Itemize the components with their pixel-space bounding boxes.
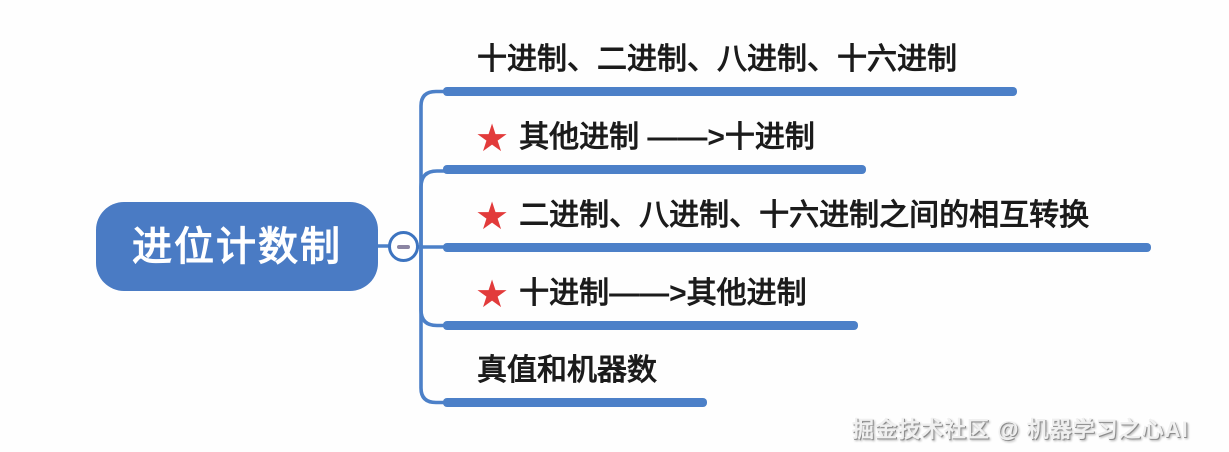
connector-branch-1 [419, 89, 450, 248]
minus-icon [397, 244, 410, 249]
branch-underline [443, 165, 866, 174]
branch-label: 真值和机器数 [477, 353, 657, 387]
connector-branch-5 [419, 244, 450, 405]
collapse-button[interactable] [388, 231, 419, 262]
branch-label: 二进制、八进制、十六进制之间的相互转换 [519, 198, 1090, 232]
branch-label: 十进制——>其他进制 [519, 276, 807, 310]
branch-underline [443, 87, 1017, 96]
branch-label: 十进制、二进制、八进制、十六进制 [477, 42, 957, 76]
branch-underline [443, 321, 858, 330]
branch-topic-3[interactable]: ★ 二进制、八进制、十六进制之间的相互转换 [443, 194, 1151, 252]
root-topic-node[interactable]: 进位计数制 [96, 202, 378, 291]
branch-label: 其他进制 ——>十进制 [519, 120, 815, 154]
star-icon: ★ [475, 272, 510, 316]
watermark-text: 掘金技术社区 @ 机器学习之心AI [852, 417, 1189, 442]
branch-underline [443, 243, 1151, 252]
branch-topic-1[interactable]: 十进制、二进制、八进制、十六进制 [443, 42, 1017, 96]
connector-branch-2 [419, 169, 450, 248]
star-icon: ★ [475, 116, 510, 160]
root-topic-label: 进位计数制 [132, 224, 342, 269]
branch-topic-4[interactable]: ★ 十进制——>其他进制 [443, 272, 858, 330]
branch-topic-2[interactable]: ★ 其他进制 ——>十进制 [443, 116, 866, 174]
branch-topic-5[interactable]: 真值和机器数 [443, 353, 707, 407]
branch-underline [443, 398, 707, 407]
star-icon: ★ [475, 194, 510, 238]
